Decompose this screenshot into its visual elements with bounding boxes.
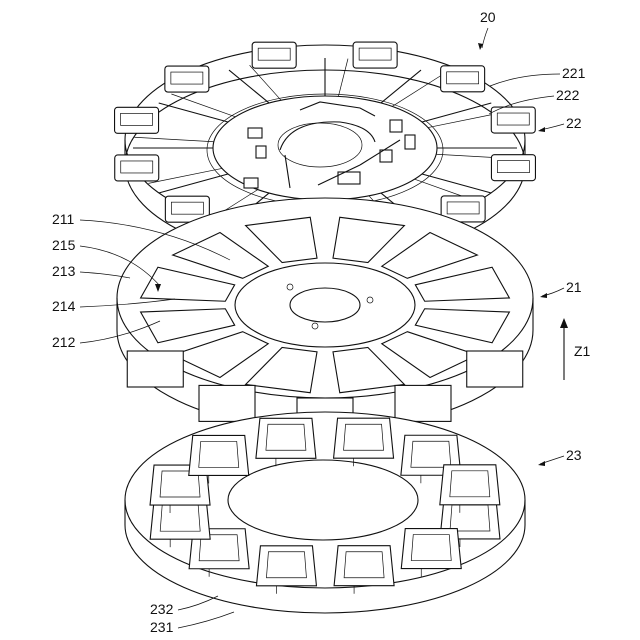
ref-213: 213 [52, 263, 76, 279]
upper-terminal-tab [165, 66, 209, 92]
ref-214: 214 [52, 298, 76, 314]
core-tooth-tip [199, 385, 255, 421]
lower-insulator [125, 412, 525, 613]
upper-terminal-tab [353, 42, 397, 68]
ref-221: 221 [562, 65, 586, 81]
ref-21: 21 [566, 279, 582, 295]
ref-23: 23 [566, 447, 582, 463]
upper-terminal-tab [115, 155, 159, 181]
z1-label: Z1 [574, 343, 591, 359]
ref-232: 232 [150, 601, 174, 617]
ref-212: 212 [52, 334, 76, 350]
upper-terminal-tab [115, 107, 159, 133]
ref-20: 20 [480, 9, 496, 25]
z1-direction-arrow: Z1 [560, 318, 591, 380]
core-tooth-tip [467, 351, 523, 387]
ref-215: 215 [52, 237, 76, 253]
core-tooth-tip [127, 351, 183, 387]
upper-terminal-tab [491, 107, 535, 133]
upper-terminal-tab [491, 155, 535, 181]
upper-terminal-tab [252, 42, 296, 68]
core-tooth-tip [395, 385, 451, 421]
ref-231: 231 [150, 619, 174, 635]
stator-core [117, 198, 533, 434]
upper-terminal-tab [441, 66, 485, 92]
ref-211: 211 [52, 211, 75, 227]
ref-22: 22 [566, 115, 582, 131]
ref-222: 222 [556, 87, 580, 103]
